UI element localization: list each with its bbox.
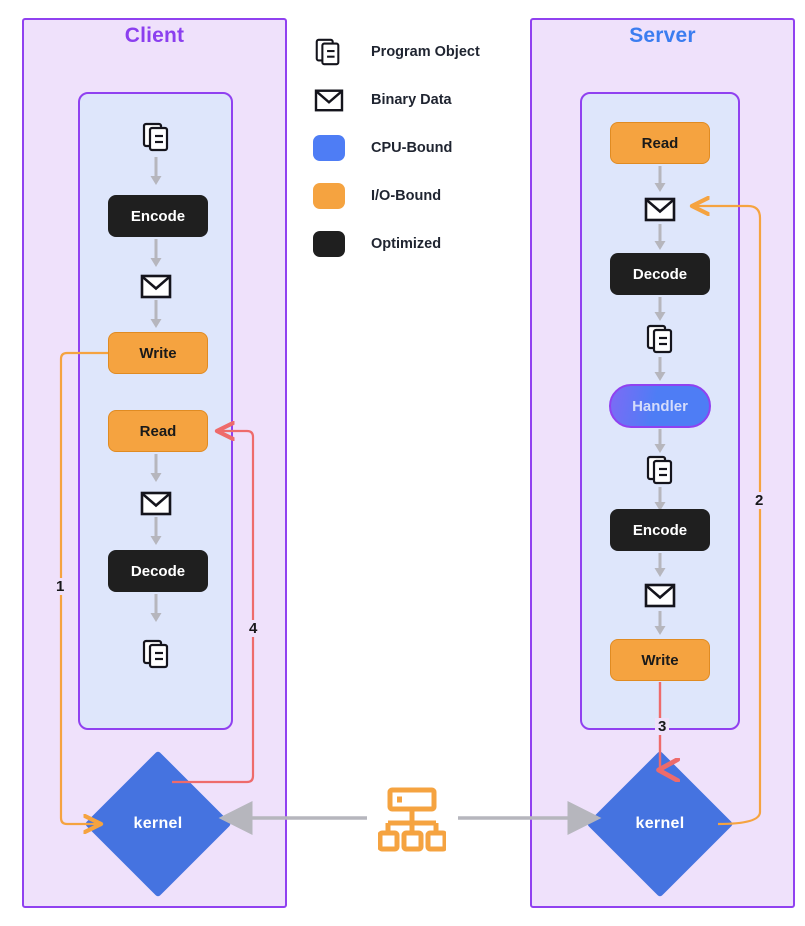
legend-label: Optimized [371,236,442,252]
flow-arrow-down [653,297,667,323]
flow-arrow-down [149,157,163,187]
client-kernel-label: kernel [133,815,183,832]
client-write-node[interactable]: Write [108,332,208,374]
flow-arrow-down [149,594,163,624]
optimized-swatch-icon [313,228,353,260]
flow-arrow-down [653,553,667,579]
flow-arrow-down [149,454,163,484]
server-read-node[interactable]: Read [610,122,710,164]
flow-arrow-down [653,611,667,637]
legend-label: Program Object [371,44,480,60]
flow-arrow-down [149,239,163,269]
flow-arrow-down [653,166,667,194]
legend-item-io-bound: I/O-Bound [313,172,518,220]
client-decode-node[interactable]: Decode [108,550,208,592]
legend-item-optimized: Optimized [313,220,518,268]
legend-item-binary-data: Binary Data [313,76,518,124]
flow-arrow-down [653,357,667,383]
route-1-label: 1 [53,578,68,595]
cpu-swatch [313,135,345,161]
program-object-icon [643,453,677,487]
binary-data-icon [139,486,173,520]
program-object-icon [643,322,677,356]
flow-arrow-down [653,224,667,252]
legend-item-program-object: Program Object [313,28,518,76]
client-lane-title: Client [124,24,185,47]
route-2-label: 2 [752,492,767,509]
server-write-node[interactable]: Write [610,639,710,681]
server-kernel-node[interactable]: kernel [586,750,734,898]
optimized-swatch [313,231,345,257]
flow-arrow-down [653,487,667,513]
client-read-node[interactable]: Read [108,410,208,452]
server-lane-title: Server [629,24,696,47]
binary-data-icon [643,192,677,226]
client-kernel-node[interactable]: kernel [84,750,232,898]
flow-arrow-down [653,429,667,455]
server-kernel-label: kernel [635,815,685,832]
legend: Program Object Binary Data CPU-Bound I/O… [313,28,518,268]
server-encode-node[interactable]: Encode [610,509,710,551]
route-3-label: 3 [655,718,670,735]
legend-label: Binary Data [371,92,452,108]
io-swatch-icon [313,180,353,212]
binary-data-icon [313,84,353,116]
server-decode-node[interactable]: Decode [610,253,710,295]
flow-arrow-down [149,517,163,547]
binary-data-icon [643,578,677,612]
client-encode-node[interactable]: Encode [108,195,208,237]
legend-label: I/O-Bound [371,188,442,204]
route-4-label: 4 [246,620,261,637]
program-object-icon [139,120,173,154]
legend-label: CPU-Bound [371,140,453,156]
cpu-swatch-icon [313,132,353,164]
server-handler-node[interactable]: Handler [609,384,711,428]
program-object-icon [139,637,173,671]
program-object-icon [313,36,353,68]
flow-arrow-down [149,300,163,330]
io-swatch [313,183,345,209]
binary-data-icon [139,269,173,303]
network-sitemap-icon [377,787,448,853]
legend-item-cpu-bound: CPU-Bound [313,124,518,172]
